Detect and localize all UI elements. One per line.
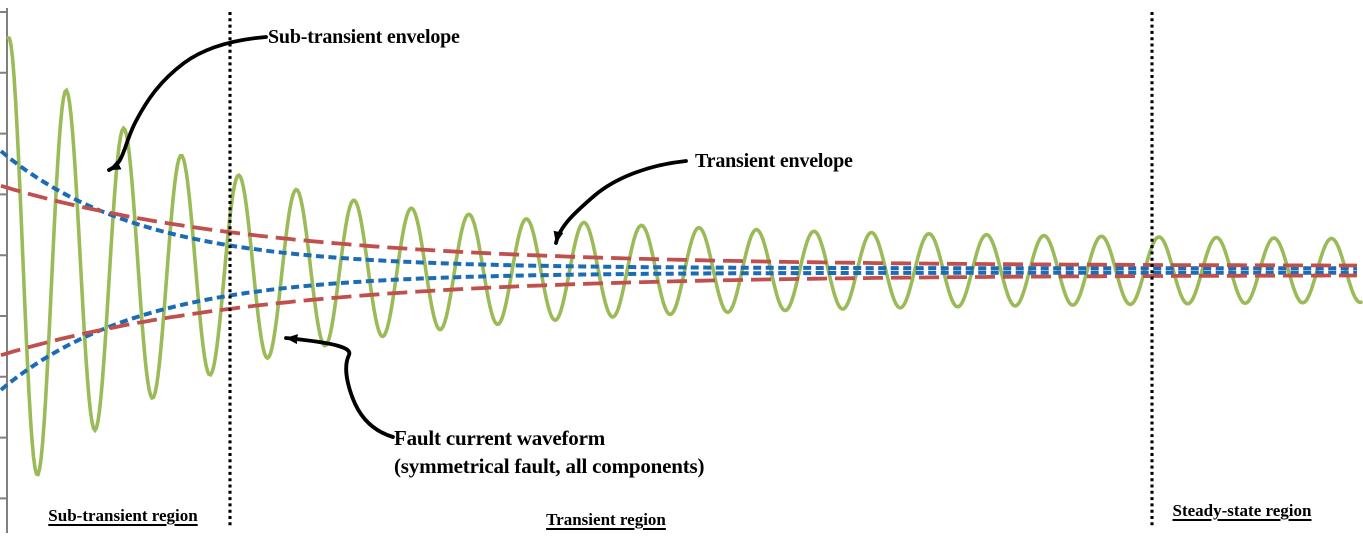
transient-envelope-upper-curve	[0, 183, 1357, 268]
fault-waveform-label-line1: Fault current waveform	[394, 426, 605, 450]
sub-transient-envelope-arrow	[107, 35, 268, 172]
fault-waveform-arrow	[284, 334, 395, 439]
sub-transient-envelope-upper-curve	[0, 149, 1357, 271]
region-label-steady-state: Steady-state region	[1172, 501, 1312, 520]
y-axis	[0, 8, 8, 533]
sub-transient-envelope-label: Sub-transient envelope	[268, 26, 460, 48]
transient-envelope-label: Transient envelope	[695, 150, 853, 172]
sub-transient-envelope-lower-curve	[0, 270, 1357, 392]
transient-envelope-arrow	[553, 159, 688, 245]
fault-current-waveform-curve	[6, 36, 1363, 477]
region-label-transient: Transient region	[546, 510, 666, 529]
region-label-sub-transient: Sub-transient region	[48, 506, 198, 525]
fault-waveform-label-line2: (symmetrical fault, all components)	[394, 454, 705, 478]
transient-envelope-lower-curve	[0, 273, 1357, 358]
fault-waveform-label: Fault current waveform (symmetrical faul…	[394, 424, 704, 480]
